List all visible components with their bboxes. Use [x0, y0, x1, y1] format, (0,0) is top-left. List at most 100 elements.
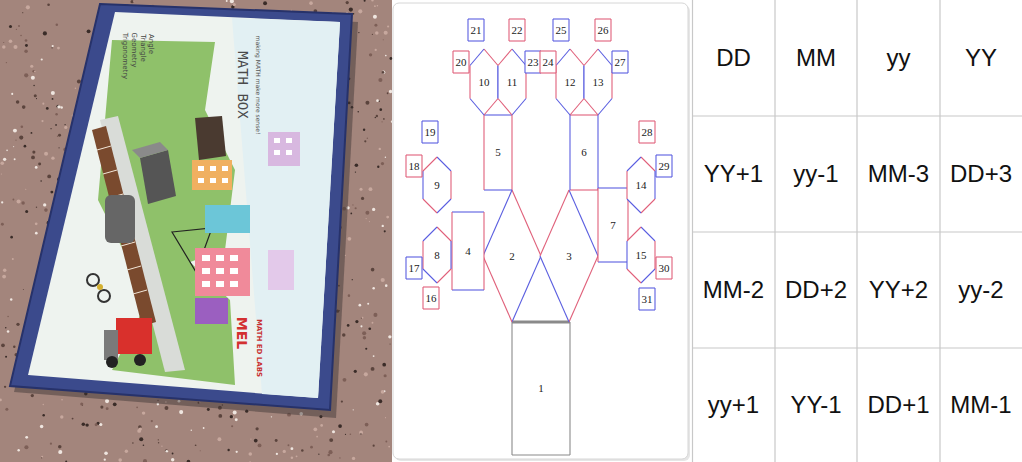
face-edge [423, 227, 437, 241]
face-edge [655, 257, 656, 279]
granite-speckles [364, 0, 366, 2]
granite-speckles [151, 420, 153, 422]
granite-speckles [58, 134, 61, 137]
granite-speckles [358, 32, 359, 33]
board-illustration [202, 268, 210, 274]
face-edge [583, 66, 584, 99]
face-number: 31 [642, 294, 653, 305]
face-edge [570, 49, 584, 66]
granite-speckles [179, 410, 183, 414]
face-edge [406, 154, 422, 155]
face-fill [498, 49, 526, 115]
face-edge [655, 155, 656, 177]
granite-speckles [236, 451, 238, 453]
granite-speckles [65, 461, 67, 462]
granite-speckles [5, 408, 8, 411]
board-illustration [97, 146, 147, 294]
face-edge [438, 287, 439, 309]
table-grid [692, 0, 693, 462]
granite-speckles [34, 94, 37, 97]
face-number: 24 [543, 57, 554, 68]
face-fill [468, 19, 484, 41]
net-face: 11 [498, 49, 526, 115]
net-face: 16 [423, 287, 439, 309]
granite-speckles [226, 0, 228, 2]
face-edge [422, 120, 438, 121]
face-number: 5 [495, 147, 501, 158]
granite-speckles [387, 25, 389, 27]
granite-speckles [42, 414, 45, 417]
face-edge [421, 121, 422, 143]
face-edge [483, 212, 484, 290]
granite-speckles [379, 148, 381, 150]
granite-speckles [377, 166, 379, 168]
granite-speckles [6, 150, 8, 152]
granite-speckles [36, 98, 37, 99]
face-edge [612, 50, 628, 51]
granite-speckles [366, 218, 367, 219]
granite-speckles [249, 461, 250, 462]
board-text: Triangle [139, 34, 146, 62]
face-edge [540, 72, 556, 73]
granite-speckles [41, 456, 43, 458]
face-edge [484, 189, 512, 190]
granite-speckles [32, 70, 35, 73]
granite-speckles [57, 47, 60, 50]
granite-speckles [35, 222, 38, 225]
granite-speckles [51, 47, 52, 48]
granite-speckles [51, 91, 55, 95]
face-edge [641, 199, 655, 213]
granite-speckles [64, 124, 65, 125]
table-cell-text: DD+3 [950, 162, 1012, 186]
granite-speckles [367, 138, 368, 139]
granite-speckles [11, 93, 13, 95]
granite-speckles [130, 0, 133, 3]
granite-speckles [50, 443, 52, 445]
granite-speckles [0, 399, 2, 402]
table-grid [692, 347, 1022, 348]
board-illustration [198, 166, 228, 183]
granite-speckles [350, 213, 352, 215]
face-edge [437, 199, 451, 213]
face-edge [423, 286, 439, 287]
table-cell-text: MM-2 [703, 278, 764, 302]
granite-speckles [360, 433, 361, 434]
table-grid [774, 0, 775, 462]
granite-speckles [75, 88, 77, 90]
face-number: 7 [610, 220, 616, 231]
board-illustration [195, 116, 226, 160]
granite-speckles [13, 45, 17, 49]
granite-speckles [233, 411, 237, 415]
granite-speckles [361, 317, 363, 319]
face-edge [421, 155, 422, 177]
face-edge [627, 199, 641, 213]
net-face: 1 [512, 322, 570, 455]
granite-speckles [347, 324, 350, 327]
granite-speckles [387, 92, 389, 94]
face-fill [627, 227, 655, 283]
face-edge [671, 257, 672, 279]
face-number: 17 [409, 263, 420, 274]
face-number: 21 [471, 25, 482, 36]
granite-speckles [376, 99, 379, 102]
board-illustration [286, 138, 292, 143]
board-illustration [230, 255, 238, 261]
granite-speckles [358, 304, 361, 307]
granite-speckles [133, 1, 134, 2]
granite-speckles [104, 459, 106, 461]
granite-speckles [105, 399, 109, 403]
granite-speckles [363, 336, 366, 339]
face-edge [656, 176, 672, 177]
face-edge [570, 114, 598, 115]
granite-speckles [230, 0, 234, 3]
face-edge [470, 49, 484, 66]
granite-speckles [9, 39, 13, 43]
face-edge [594, 19, 595, 41]
granite-speckles [2, 275, 6, 279]
granite-speckles [310, 446, 313, 449]
table-cell-text: YY-1 [790, 393, 841, 417]
granite-speckles [372, 287, 374, 289]
granite-speckles [87, 29, 91, 33]
granite-speckles [23, 289, 24, 290]
granite-speckles [355, 171, 356, 172]
